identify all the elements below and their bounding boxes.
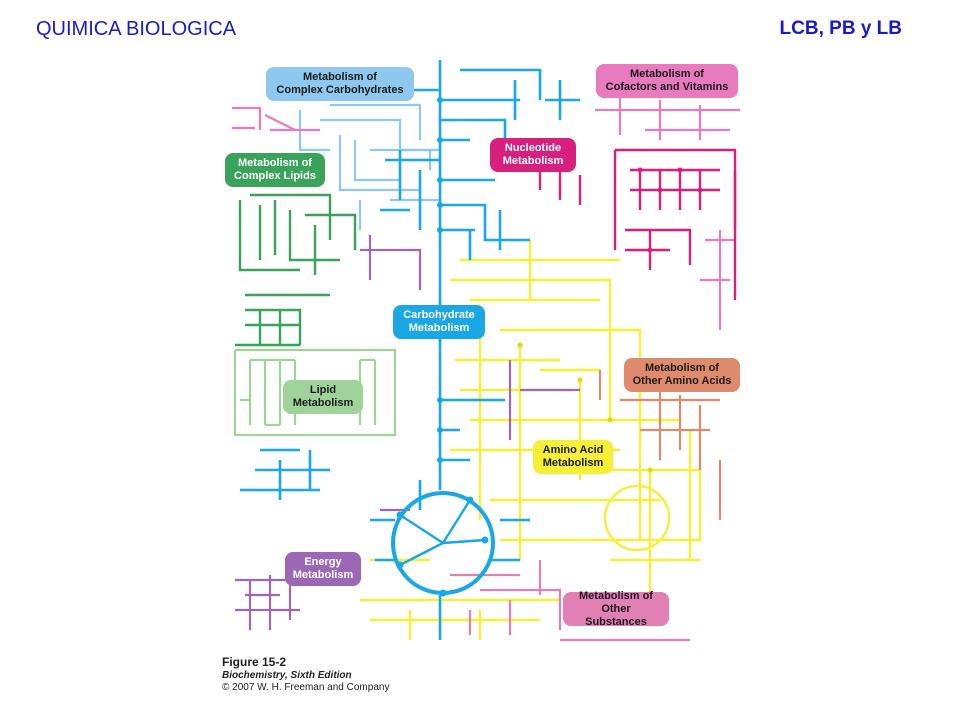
label-carbohydrate-metabolism: Carbohydrate Metabolism	[393, 305, 485, 339]
pathway-lines-complex-lipids	[235, 193, 357, 347]
citric-acid-cycle-spokes	[399, 499, 486, 567]
pathway-lines-cofactors	[232, 95, 740, 330]
urea-cycle-circle	[603, 484, 671, 552]
course-code: LCB, PB y LB	[779, 18, 902, 39]
pathway-lines-energy	[235, 235, 580, 630]
pathway-lines-complex-carbs	[298, 103, 440, 230]
label-energy-metabolism: Energy Metabolism	[285, 552, 361, 586]
pathway-lines-carbohydrate	[240, 60, 580, 640]
label-other-substances: Metabolism of Other Substances	[563, 590, 669, 628]
book-title: Biochemistry, Sixth Edition	[222, 670, 352, 681]
label-cofactors-vitamins: Metabolism of Cofactors and Vitamins	[596, 64, 738, 98]
label-amino-acid-metabolism: Amino Acid Metabolism	[533, 440, 613, 474]
slide-title: QUIMICA BIOLOGICA	[36, 18, 237, 40]
label-complex-carbohydrates: Metabolism of Complex Carbohydrates	[266, 67, 414, 101]
pathway-lines-other-substances	[450, 560, 690, 642]
pathway-lines-nucleotide	[538, 148, 737, 300]
pathway-nodes	[396, 97, 489, 597]
label-lipid-metabolism: Lipid Metabolism	[283, 380, 363, 414]
figure-caption: Figure 15-2 Biochemistry, Sixth Edition …	[222, 655, 389, 693]
label-other-amino-acids: Metabolism of Other Amino Acids	[624, 358, 740, 392]
pathway-nodes-nucleotide	[637, 167, 703, 253]
pathway-lines-other-amino	[598, 370, 722, 520]
figure-number: Figure 15-2	[222, 655, 287, 669]
copyright-line: © 2007 W. H. Freeman and Company	[222, 682, 390, 693]
label-complex-lipids: Metabolism of Complex Lipids	[225, 153, 325, 187]
label-nucleotide-metabolism: Nucleotide Metabolism	[490, 138, 576, 172]
